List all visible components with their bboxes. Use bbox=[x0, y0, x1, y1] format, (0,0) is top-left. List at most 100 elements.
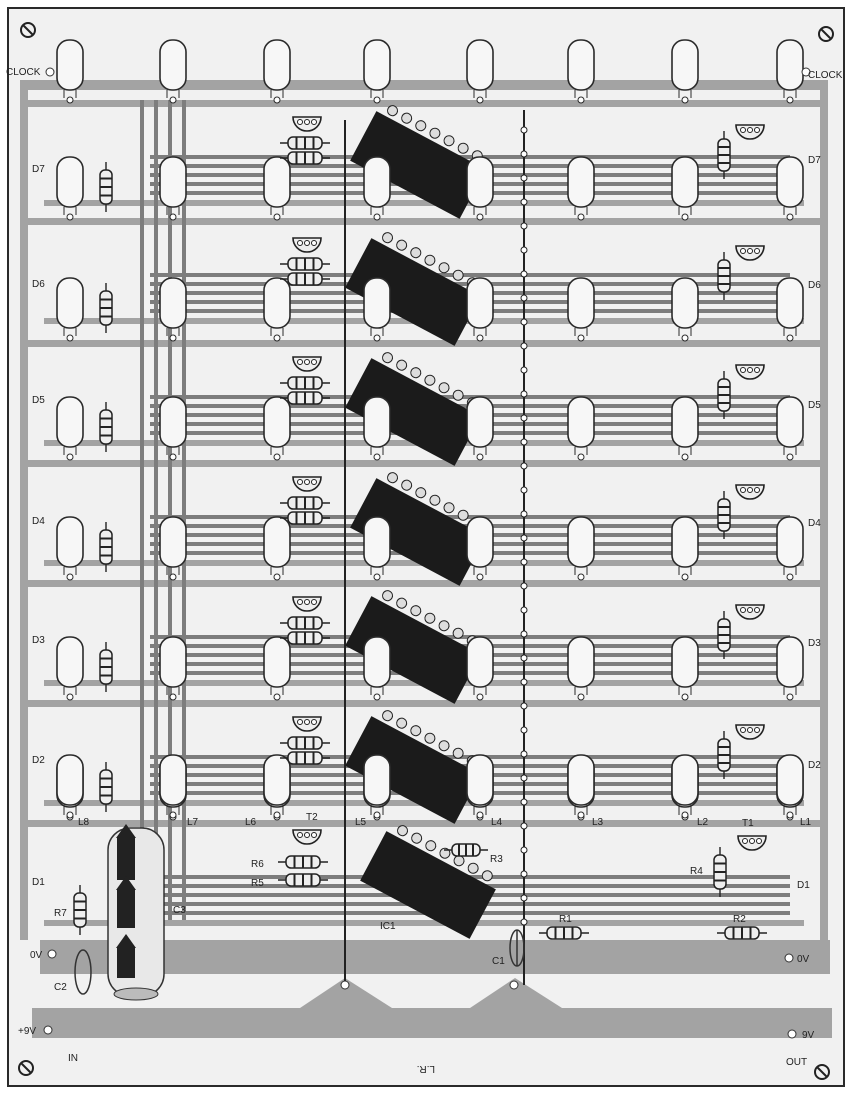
jumper-pad bbox=[520, 438, 528, 446]
jumper-pad bbox=[520, 894, 528, 902]
label-r4: R4 bbox=[690, 866, 703, 877]
row-resistor-right-0 bbox=[717, 131, 731, 179]
resistor-r7 bbox=[73, 885, 87, 935]
led-l6 bbox=[263, 754, 291, 819]
transistor-t2 bbox=[292, 829, 322, 845]
data-led-r2-c0 bbox=[56, 396, 84, 461]
row-resistor-right-2 bbox=[717, 371, 731, 419]
jumper-pad bbox=[520, 798, 528, 806]
jumper-pad bbox=[520, 870, 528, 878]
right-vertical-trace bbox=[820, 90, 828, 940]
data-led-r1-c1 bbox=[159, 277, 187, 342]
row-transistor-left-2 bbox=[292, 356, 322, 372]
data-led-r1-c6 bbox=[671, 277, 699, 342]
data-led-r4-c3 bbox=[363, 636, 391, 701]
row-band-trace-4 bbox=[20, 580, 828, 587]
data-led-r4-c0 bbox=[56, 636, 84, 701]
jumper-pad bbox=[520, 366, 528, 374]
resistor-r5 bbox=[278, 873, 328, 887]
d5-right-label: D5 bbox=[808, 400, 821, 411]
row-signal-trace-1-0 bbox=[150, 273, 790, 277]
row-resistor-b-3 bbox=[280, 511, 330, 525]
data-led-r3-c0 bbox=[56, 516, 84, 581]
clock-led-0 bbox=[56, 39, 84, 104]
label-c3: C3 bbox=[173, 905, 186, 916]
data-led-r3-c1 bbox=[159, 516, 187, 581]
jumper-pad bbox=[520, 270, 528, 278]
component-labels: C3 R7 C2 T2 R6 R5 IC1 R3 C1 R1 R4 T1 R2 bbox=[54, 812, 754, 993]
led-l5 bbox=[363, 754, 391, 819]
clock-led-5 bbox=[567, 39, 595, 104]
d4-right-label: D4 bbox=[808, 518, 821, 529]
zero-v-right-label: 0V bbox=[797, 954, 810, 965]
jumper-pad bbox=[520, 750, 528, 758]
data-led-r4-c4 bbox=[466, 636, 494, 701]
led-label-l5: L5 bbox=[355, 817, 367, 828]
row-resistor-b-5 bbox=[280, 751, 330, 765]
row-resistor-b-4 bbox=[280, 631, 330, 645]
row-resistor-left-0 bbox=[99, 162, 113, 212]
jumper-pad bbox=[520, 726, 528, 734]
jumper-pad bbox=[520, 246, 528, 254]
jumper-pad bbox=[520, 774, 528, 782]
row-resistor-a-0 bbox=[280, 136, 330, 150]
led-label-l2: L2 bbox=[697, 817, 709, 828]
row-lower-trace-0 bbox=[44, 200, 804, 206]
jumper-pad bbox=[520, 222, 528, 230]
data-led-r3-c2 bbox=[263, 516, 291, 581]
label-r7: R7 bbox=[54, 908, 67, 919]
data-led-r1-c3 bbox=[363, 277, 391, 342]
jumper-pad bbox=[520, 654, 528, 662]
reversed-mark: L.R. bbox=[417, 1063, 435, 1074]
data-led-r3-c6 bbox=[671, 516, 699, 581]
ic-package-0 bbox=[350, 105, 486, 219]
resistor-r3 bbox=[444, 843, 488, 857]
row-labels-left: D7 D6 D5 D4 D3 D2 D1 bbox=[32, 164, 45, 888]
row-resistor-right-5 bbox=[717, 731, 731, 779]
jumper-pad bbox=[520, 678, 528, 686]
data-led-r4-c5 bbox=[567, 636, 595, 701]
data-led-r0-c1 bbox=[159, 156, 187, 221]
row-resistor-b-2 bbox=[280, 391, 330, 405]
jumper-pad bbox=[520, 918, 528, 926]
data-led-r0-c7 bbox=[776, 156, 804, 221]
jumper-pad bbox=[520, 606, 528, 614]
data-led-r0-c5 bbox=[567, 156, 595, 221]
row-signal-trace-2-0 bbox=[150, 395, 790, 399]
jumper-pad bbox=[520, 414, 528, 422]
vertical-bus-2 bbox=[168, 100, 172, 920]
label-r3: R3 bbox=[490, 854, 503, 865]
row-band-trace-3 bbox=[20, 460, 828, 467]
clock-right-label: CLOCK bbox=[808, 70, 843, 81]
row-resistor-b-0 bbox=[280, 151, 330, 165]
jumper-pad bbox=[520, 174, 528, 182]
row-signal-trace-0-0 bbox=[150, 155, 790, 159]
led-l7 bbox=[159, 754, 187, 819]
clock-led-2 bbox=[263, 39, 291, 104]
transistor-t1 bbox=[737, 835, 767, 851]
row-resistor-left-3 bbox=[99, 522, 113, 572]
led-grid bbox=[56, 39, 804, 821]
ic-package-6 bbox=[360, 825, 496, 939]
capacitor-c2 bbox=[74, 949, 92, 995]
row-resistor-a-4 bbox=[280, 616, 330, 630]
row-band-trace-5 bbox=[20, 700, 828, 707]
led-l4 bbox=[466, 754, 494, 819]
led-l2 bbox=[671, 754, 699, 819]
row-transistor-left-3 bbox=[292, 476, 322, 492]
label-t2: T2 bbox=[306, 812, 318, 823]
resistor-r1 bbox=[539, 926, 589, 940]
data-led-r0-c2 bbox=[263, 156, 291, 221]
data-led-r1-c7 bbox=[776, 277, 804, 342]
data-led-r0-c4 bbox=[466, 156, 494, 221]
led-labels: L8 L7 L6 L5 L4 L3 L2 L1 bbox=[78, 817, 812, 828]
data-led-r2-c3 bbox=[363, 396, 391, 461]
out-label: OUT bbox=[786, 1057, 807, 1068]
row-resistor-right-3 bbox=[717, 491, 731, 539]
plus-9v-label: +9V bbox=[18, 1026, 36, 1037]
data-led-r4-c1 bbox=[159, 636, 187, 701]
data-led-r1-c0 bbox=[56, 277, 84, 342]
data-led-r3-c7 bbox=[776, 516, 804, 581]
jumper-pad bbox=[520, 390, 528, 398]
data-led-r1-c2 bbox=[263, 277, 291, 342]
